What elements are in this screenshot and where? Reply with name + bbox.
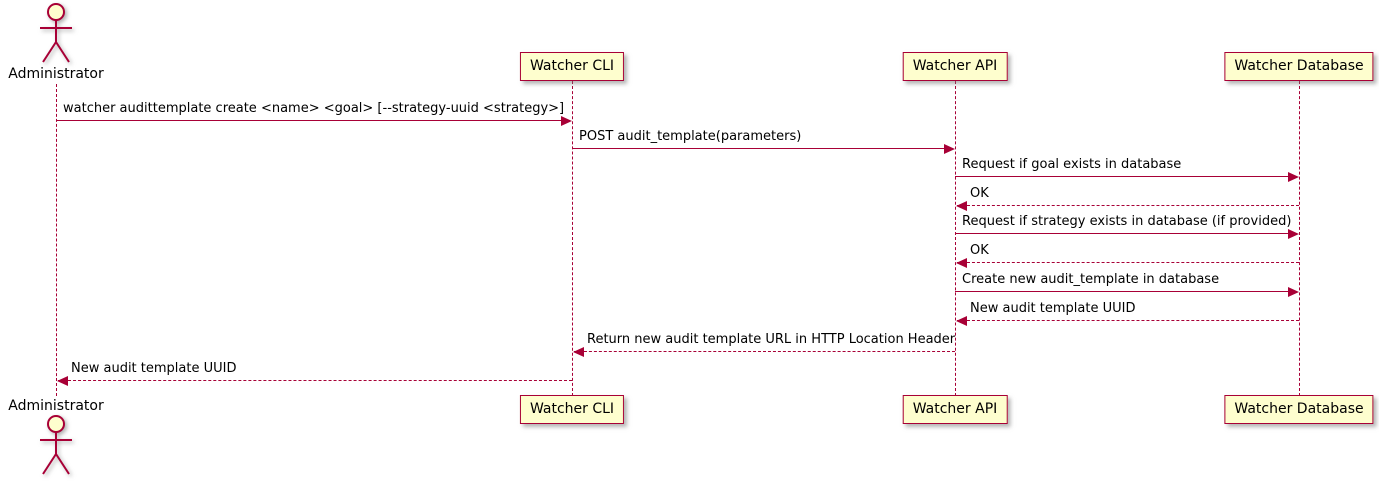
message-arrowhead [561, 116, 572, 126]
participant-box-top-api: Watcher API [902, 52, 1008, 81]
actor-figure-bottom [34, 414, 78, 480]
message-line [955, 233, 1297, 234]
message-label: watcher audittemplate create <name> <goa… [63, 101, 565, 116]
lifeline-admin [56, 84, 57, 396]
lifeline-api [955, 81, 956, 396]
message-line [574, 351, 955, 352]
message-arrowhead [1288, 229, 1299, 239]
message-line [957, 262, 1299, 263]
message-arrowhead [1288, 172, 1299, 182]
message-line [56, 120, 570, 121]
actor-label-bottom: Administrator [8, 398, 104, 414]
message-line [955, 176, 1297, 177]
message-label: New audit template UUID [71, 361, 237, 376]
message-line [955, 291, 1297, 292]
actor-figure-top [34, 2, 78, 68]
message-line [957, 205, 1299, 206]
message-arrowhead [944, 144, 955, 154]
message-line [957, 320, 1299, 321]
message-label: Request if strategy exists in database (… [962, 214, 1292, 229]
message-label: OK [970, 243, 989, 258]
actor-icon [40, 3, 72, 63]
message-arrowhead [956, 316, 967, 326]
participant-box-bottom-api: Watcher API [902, 395, 1008, 424]
actor-icon [40, 415, 72, 475]
message-arrowhead [57, 376, 68, 386]
message-label: POST audit_template(parameters) [579, 129, 802, 144]
actor-label-top: Administrator [8, 66, 104, 82]
lifeline-cli [572, 81, 573, 396]
participant-box-top-cli: Watcher CLI [519, 52, 625, 81]
message-label: New audit template UUID [970, 301, 1136, 316]
message-line [572, 148, 953, 149]
participant-box-bottom-cli: Watcher CLI [519, 395, 625, 424]
message-label: OK [970, 186, 989, 201]
message-arrowhead [573, 347, 584, 357]
message-label: Create new audit_template in database [962, 272, 1220, 287]
message-arrowhead [956, 201, 967, 211]
message-line [58, 380, 572, 381]
participant-box-top-db: Watcher Database [1224, 52, 1374, 81]
message-arrowhead [1288, 287, 1299, 297]
message-label: Return new audit template URL in HTTP Lo… [587, 332, 956, 347]
participant-box-bottom-db: Watcher Database [1224, 395, 1374, 424]
lifeline-db [1299, 81, 1300, 396]
message-arrowhead [956, 258, 967, 268]
message-label: Request if goal exists in database [962, 157, 1182, 172]
